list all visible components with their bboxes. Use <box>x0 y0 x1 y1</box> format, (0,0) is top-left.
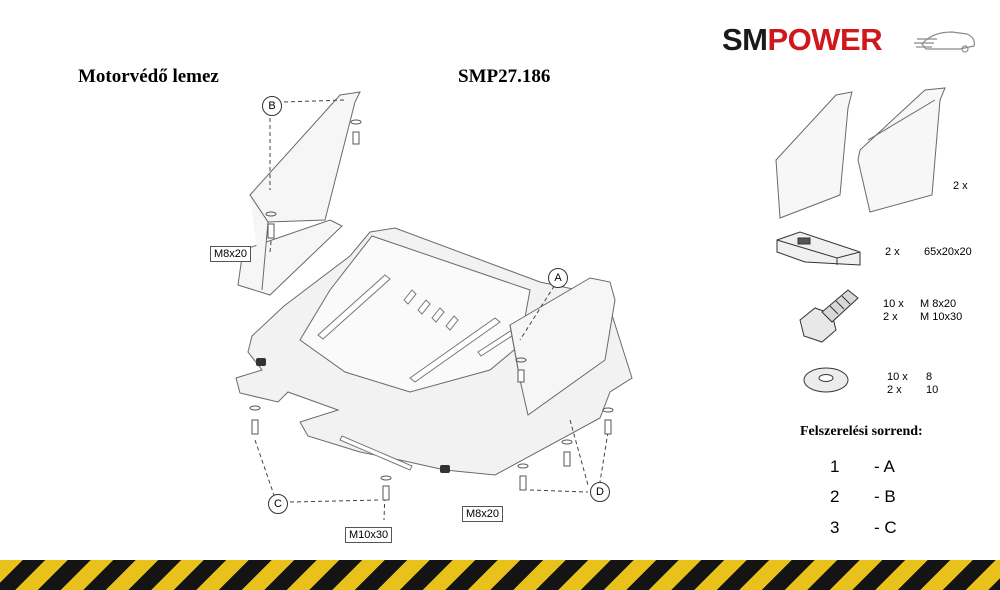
step-value: - B <box>874 487 896 506</box>
plate-qty: 2 x <box>885 246 900 258</box>
logo-power-text: POWER <box>767 22 883 57</box>
bolt-label-top: M8x20 <box>210 246 252 262</box>
step-number: 3 <box>830 518 840 537</box>
step-value: - C <box>874 518 897 537</box>
page-title: Motorvédő lemez <box>78 66 219 87</box>
brackets-qty: 2 x <box>953 180 968 192</box>
callout-c: C <box>268 494 288 514</box>
hazard-stripe-border <box>0 560 1000 590</box>
washer-size: 8 10 <box>926 371 939 396</box>
bolt-qty: 10 x 2 x <box>883 298 904 323</box>
step-number: 2 <box>830 487 840 506</box>
logo-sm-text: SM <box>722 22 768 57</box>
bolt-label-bottom: M8x20 <box>462 506 504 522</box>
bolt-size: M 8x20 M 10x30 <box>920 298 963 323</box>
callout-d: D <box>590 482 610 502</box>
smpower-logo: SMPOWER <box>722 22 982 58</box>
washer-qty: 10 x 2 x <box>887 371 908 396</box>
callout-b: B <box>262 96 282 116</box>
plate-size: 65x20x20 <box>924 246 972 258</box>
callout-a: A <box>548 268 568 288</box>
logo-car-icon <box>914 31 975 53</box>
product-code: SMP27.186 <box>458 66 551 87</box>
bolt-label-m10: M10x30 <box>345 527 393 543</box>
step-number: 1 <box>830 457 840 476</box>
step-value: - A <box>874 457 895 476</box>
installation-order-title: Felszerelési sorrend: <box>800 424 923 439</box>
